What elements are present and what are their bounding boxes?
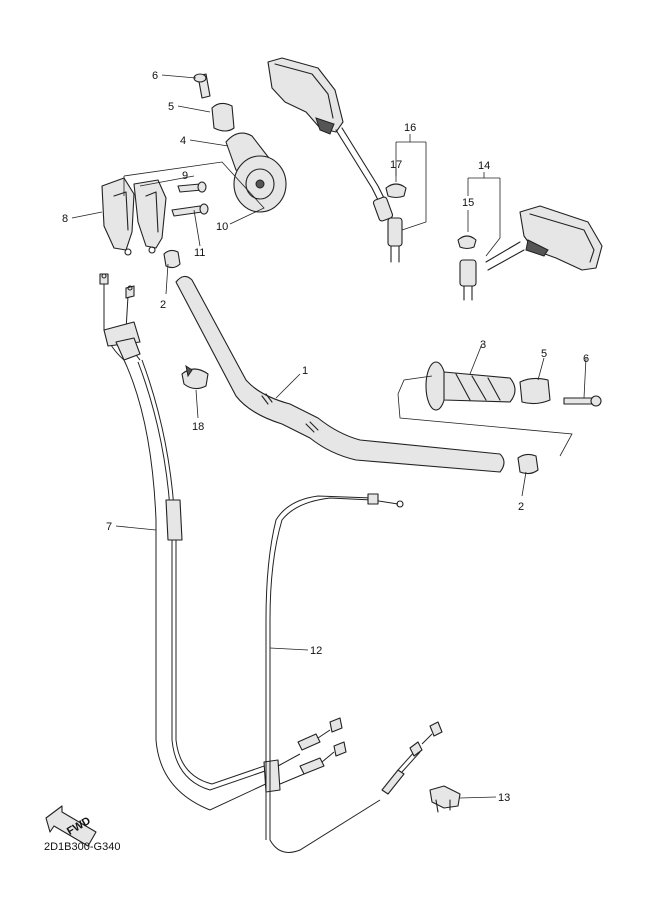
throttle-cables: [103, 282, 271, 811]
bar-end-right: [517, 453, 539, 475]
bar-end-left: [163, 249, 181, 269]
callout-5-upper: 5: [168, 101, 174, 113]
right-grip-assembly: [425, 361, 602, 411]
callout-14: 14: [478, 160, 490, 172]
callouts: 6 5 4 9 8 10 11 2 16 17 14 15 1 3 5 6 18…: [62, 70, 589, 804]
callout-3: 3: [480, 339, 486, 351]
callout-16: 16: [404, 122, 416, 134]
cable-fittings: [263, 717, 347, 793]
callout-2-upper: 2: [160, 299, 166, 311]
cable-clamp: [181, 364, 209, 390]
cable-holder-13: [429, 785, 461, 813]
callout-15: 15: [462, 197, 474, 209]
left-grip-assembly: [193, 73, 287, 213]
callout-18: 18: [192, 421, 204, 433]
group-outlines: [123, 161, 573, 457]
callout-9: 9: [182, 170, 188, 182]
left-mirror: [267, 57, 403, 263]
callout-13: 13: [498, 792, 510, 804]
switch-holder: [101, 177, 209, 256]
callout-1: 1: [302, 365, 308, 377]
callout-4: 4: [180, 135, 186, 147]
leader-lines: [71, 74, 587, 799]
callout-7: 7: [106, 521, 112, 533]
cap-15: [457, 235, 477, 250]
callout-8: 8: [62, 213, 68, 225]
callout-2-lower: 2: [518, 501, 524, 513]
fwd-arrow: FWD: [45, 805, 97, 847]
diagram-code: 2D1B300-G340: [44, 841, 120, 853]
cable-ends-top: [99, 273, 135, 299]
handlebar: [175, 275, 505, 473]
clutch-cable: [265, 493, 443, 853]
callout-11: 11: [194, 247, 205, 259]
cap-17: [385, 183, 407, 199]
callout-10: 10: [216, 221, 228, 233]
callout-6-upper: 6: [152, 70, 158, 82]
right-mirror: [459, 205, 603, 301]
callout-12: 12: [310, 645, 322, 657]
callout-5-lower: 5: [541, 348, 547, 360]
callout-17: 17: [390, 159, 402, 171]
callout-6-lower: 6: [583, 353, 589, 365]
